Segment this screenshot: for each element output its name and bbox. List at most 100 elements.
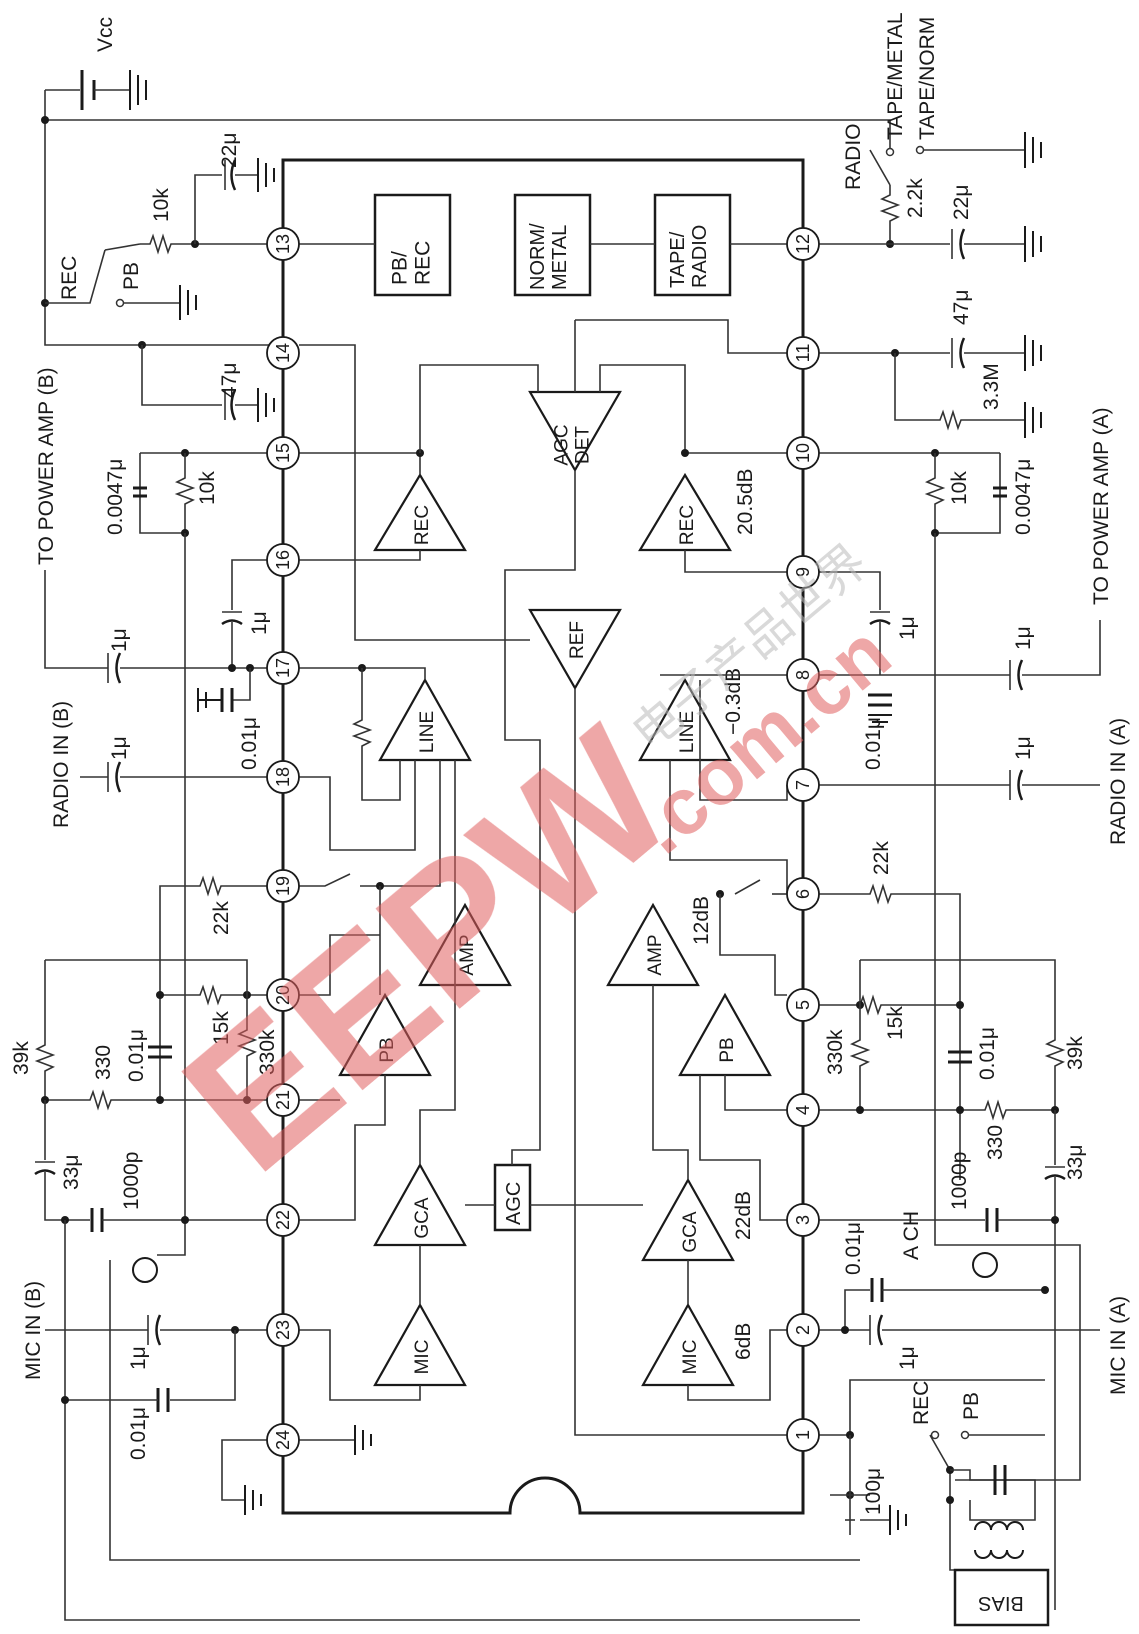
svg-text:6: 6 <box>793 889 813 899</box>
watermark-brand: EEPW <box>146 689 711 1211</box>
c-0047-left: 0.0047μ <box>104 459 127 535</box>
bias-block: BIAS <box>953 1568 1050 1627</box>
c-1u-out-a: 1μ <box>1012 626 1035 650</box>
c-1000p-right: 1000p <box>948 1152 971 1210</box>
svg-text:PB: PB <box>717 1037 738 1062</box>
r-3m3: 3.3M <box>980 363 1003 410</box>
c-47u-right: 47μ <box>950 290 973 325</box>
c-47u-left: 47μ <box>218 363 241 398</box>
r-22k-left: 22k <box>210 901 233 935</box>
block-agc: AGC <box>493 1163 532 1232</box>
svg-text:REC: REC <box>412 505 433 545</box>
r-10k-right: 10k <box>948 471 971 505</box>
r-330k-right: 330k <box>824 1029 847 1075</box>
pin14-network: 47μ <box>138 341 275 422</box>
r-330-right: 330 <box>984 1125 1007 1160</box>
mic-in-b-label: MIC IN (B) <box>22 1281 45 1380</box>
pin10-network: 10k 0.0047μ <box>803 449 1035 1180</box>
svg-text:LINE: LINE <box>417 711 438 753</box>
c-1u-mic-a: 1μ <box>896 1346 919 1370</box>
amp-agc-det: AGCDET <box>528 390 622 473</box>
svg-text:AGCDET: AGCDET <box>552 424 594 465</box>
pb-network-a: 22k 15k 330k 0.01μ 39k 330 33μ 1000p <box>803 841 1087 1610</box>
rec-pb-switch-top: REC PB <box>45 243 197 320</box>
radio-in-b: RADIO IN (B) 1μ <box>50 701 283 828</box>
c-001-5: 0.01μ <box>976 1027 999 1080</box>
svg-text:19: 19 <box>273 876 293 896</box>
r-10k-top: 10k <box>150 188 173 222</box>
svg-text:7: 7 <box>793 780 813 790</box>
c-1u-radio-b: 1μ <box>108 736 131 760</box>
rec-label-bottom: REC <box>910 1381 933 1425</box>
pb-network-b: 22k 39k 15k 330k 0.01μ 330 33μ 1000p <box>10 875 283 1232</box>
svg-text:MIC: MIC <box>680 1340 701 1375</box>
amp-ref: REF <box>528 608 622 691</box>
pins-right: 12 11 10 9 8 7 6 5 4 3 2 1 <box>786 227 820 1452</box>
rec-pb-switch-bottom: REC PB 100μ <box>803 1379 1045 1571</box>
pin16-17-network: 1μ 0.01μ <box>197 559 283 770</box>
c-001-20: 0.01μ <box>125 1029 148 1082</box>
amp-pb-a: PB <box>678 992 772 1077</box>
r-22k-right: 22k <box>870 841 893 875</box>
svg-text:AMP: AMP <box>645 934 666 975</box>
svg-text:1: 1 <box>793 1430 813 1440</box>
gain-amp-a: 12dB <box>690 896 713 945</box>
svg-text:AGC: AGC <box>503 1182 525 1225</box>
radio-switch: TAPE/METAL TAPE/NORM RADIO 2.2k 22μ <box>803 12 1042 262</box>
mic-in-a-label: MIC IN (A) <box>1107 1296 1130 1395</box>
radio-in-a: RADIO IN (A) 1μ <box>803 718 1130 845</box>
svg-text:AMP: AMP <box>457 934 478 975</box>
block-tape-radio: TAPE/RADIO <box>653 193 732 297</box>
svg-text:17: 17 <box>273 658 293 678</box>
pin24-network <box>221 1425 372 1515</box>
radio-in-a-label: RADIO IN (A) <box>1107 718 1130 845</box>
output-a: TO POWER AMP (A) 1μ 1μ 0.01μ <box>803 407 1113 770</box>
c-1u-out-b: 1μ <box>108 628 131 652</box>
svg-text:GCA: GCA <box>412 1197 433 1239</box>
mic-in-b: MIC IN (B) 1μ 0.01μ <box>22 1220 860 1621</box>
to-power-amp-b-label: TO POWER AMP (B) <box>35 367 58 565</box>
amp-line-b: LINE <box>378 677 472 762</box>
c-0047-right: 0.0047μ <box>1012 459 1035 535</box>
r-330k-left: 330k <box>256 1029 279 1075</box>
pin15-network: 0.0047μ 10k <box>104 449 283 1230</box>
a-ch-label: A CH <box>900 1211 923 1260</box>
svg-text:23: 23 <box>273 1320 293 1340</box>
svg-text:12: 12 <box>793 234 813 254</box>
svg-text:22: 22 <box>273 1210 293 1230</box>
r-10k-left: 10k <box>196 471 219 505</box>
amp-amp-b: AMP <box>418 902 512 987</box>
svg-text:4: 4 <box>793 1105 813 1115</box>
c-1u-radio-a: 1μ <box>1012 736 1035 760</box>
gain-gca-a: 22dB <box>732 1191 755 1240</box>
r-39k-right: 39k <box>1064 1036 1087 1070</box>
c-001-17: 0.01μ <box>238 717 261 770</box>
internal-wiring <box>299 319 788 1436</box>
to-power-amp-a-label: TO POWER AMP (A) <box>1090 407 1113 605</box>
r-2k2: 2.2k <box>904 178 927 218</box>
pin13-network: 22μ 10k <box>140 133 283 255</box>
c-100u: 100μ <box>862 1468 885 1515</box>
block-pb-rec: PB/REC <box>373 193 452 297</box>
tape-norm-label: TAPE/NORM <box>916 17 939 140</box>
svg-text:13: 13 <box>273 234 293 254</box>
svg-text:PB/REC: PB/REC <box>388 241 434 285</box>
amp-mic-b: MIC <box>373 1302 467 1387</box>
c-1u-16: 1μ <box>248 611 271 635</box>
svg-text:PB: PB <box>377 1037 398 1062</box>
svg-text:MIC: MIC <box>412 1340 433 1375</box>
gain-line-a: −0.3dB <box>722 668 745 735</box>
amp-rec-b: REC <box>373 472 467 552</box>
svg-text:16: 16 <box>273 550 293 570</box>
c-1000p-left: 1000p <box>120 1152 143 1210</box>
svg-text:15: 15 <box>273 443 293 463</box>
svg-text:GCA: GCA <box>680 1211 701 1253</box>
svg-text:LINE: LINE <box>677 711 698 753</box>
c-1u-9: 1μ <box>896 616 919 640</box>
amp-gca-a: GCA <box>641 1177 735 1262</box>
vcc-label: Vcc <box>94 17 117 52</box>
radio-in-b-label: RADIO IN (B) <box>50 701 73 828</box>
radio-label: RADIO <box>842 123 865 190</box>
tape-metal-label: TAPE/METAL <box>884 12 907 140</box>
